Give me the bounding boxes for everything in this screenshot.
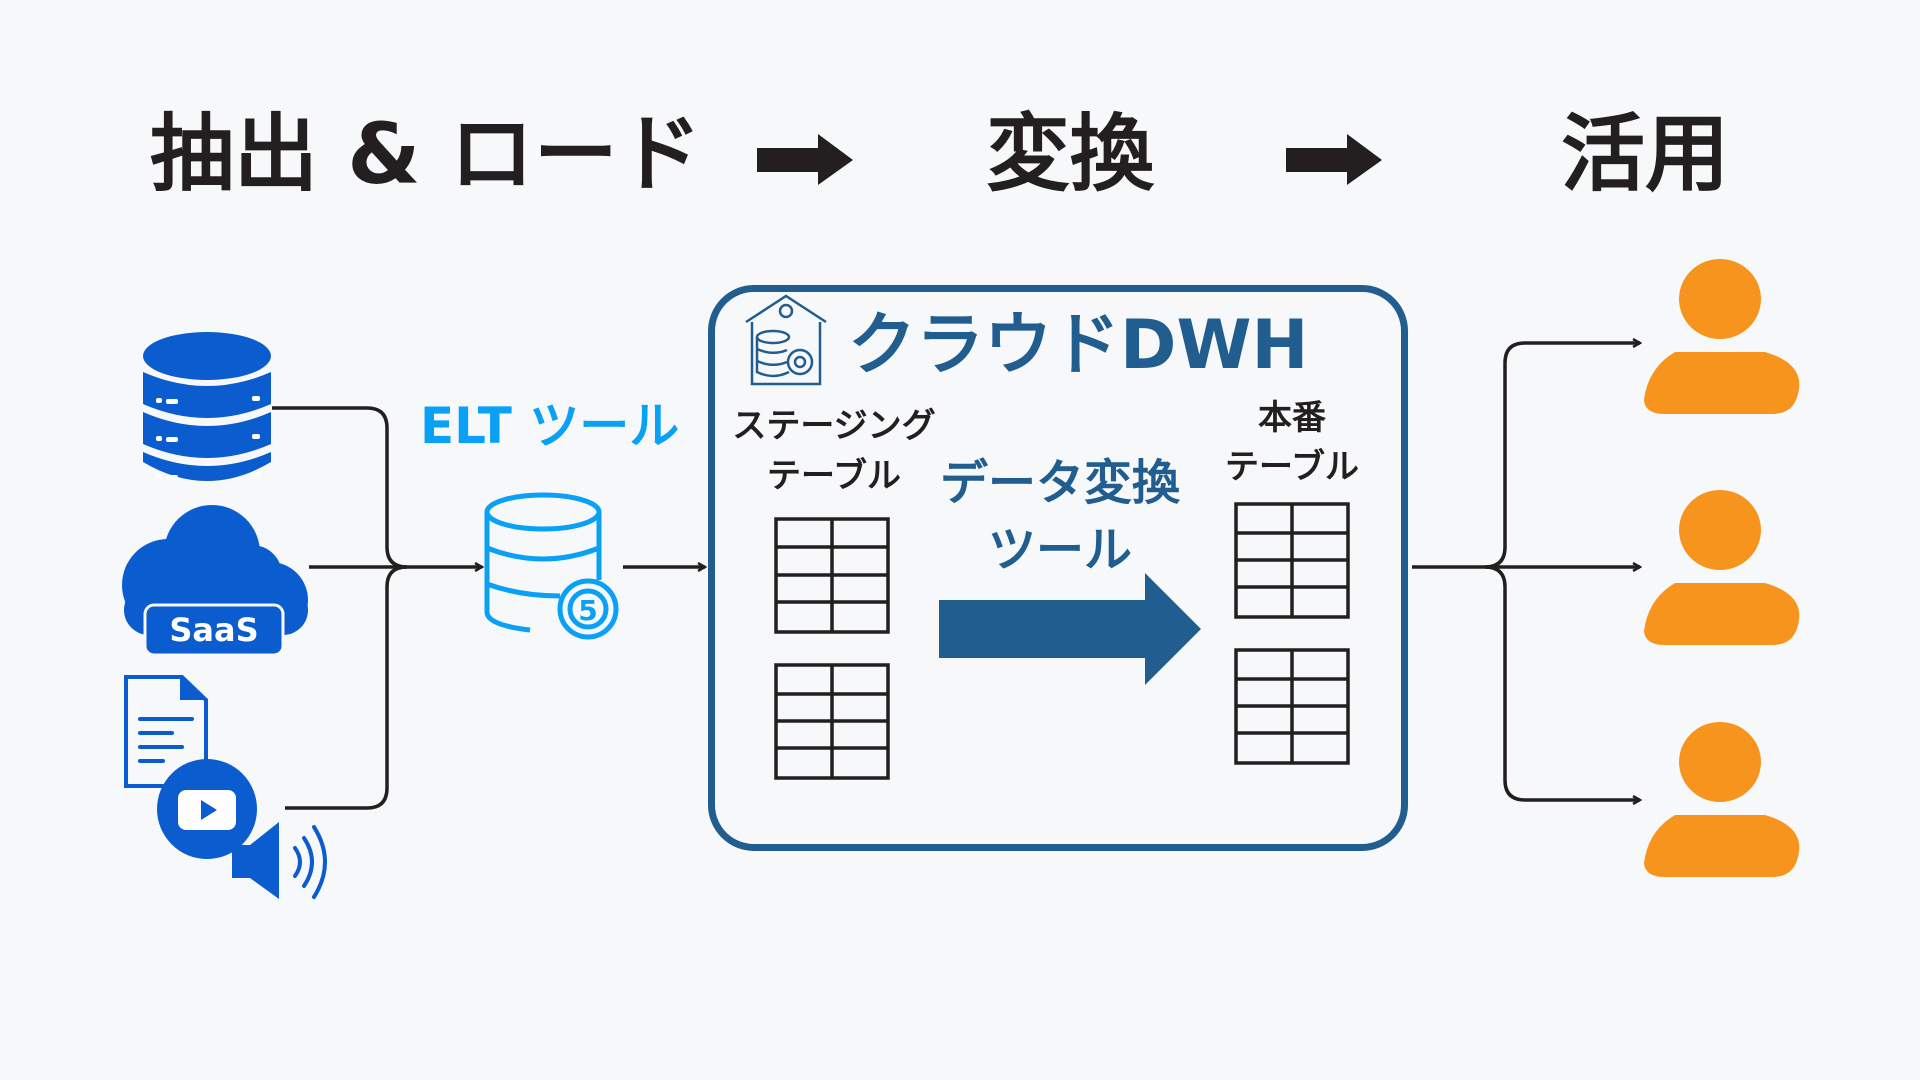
user-icon	[1644, 490, 1800, 645]
staging-table-icon	[774, 663, 890, 780]
connector-user-3	[1484, 565, 1640, 800]
elt-tool-label: ELT ツール	[420, 397, 680, 455]
staging-table-label-line2: テーブル	[767, 456, 901, 496]
transform-tool-label-line1: データ変換	[939, 455, 1180, 511]
saas-badge	[143, 603, 285, 657]
connector-files	[285, 565, 408, 810]
production-table-label-line1: 本番	[1258, 398, 1326, 438]
production-table-icon	[1234, 648, 1350, 765]
sound-wave-icon	[293, 825, 327, 899]
user-icon	[1644, 722, 1800, 877]
cloud-dwh-container	[708, 285, 1408, 851]
connector-user-1	[1484, 343, 1640, 569]
document-icon	[124, 675, 208, 788]
right-arrow-icon	[1286, 134, 1382, 185]
production-table-label-line2: テーブル	[1225, 447, 1359, 487]
svg-text:5: 5	[578, 594, 597, 627]
cloud-dwh-title: クラウドDWH	[848, 306, 1309, 385]
transform-tool-label-line2: ツール	[987, 522, 1132, 578]
stage-title-utilize: 活用	[1561, 105, 1730, 203]
video-icon	[157, 759, 279, 899]
saas-label: SaaS	[169, 611, 259, 649]
staging-table-label-line1: ステージング	[732, 406, 936, 446]
connector-database	[272, 406, 408, 569]
production-table-icon	[1234, 502, 1350, 619]
transform-arrow-icon	[939, 573, 1201, 685]
staging-table-icon	[774, 517, 890, 634]
database-icon	[143, 332, 271, 481]
user-icon	[1644, 259, 1800, 414]
right-arrow-icon	[757, 134, 853, 185]
stage-title-transform: 変換	[986, 105, 1155, 203]
stage-title-extract-load: 抽出 & ロード	[150, 105, 702, 203]
